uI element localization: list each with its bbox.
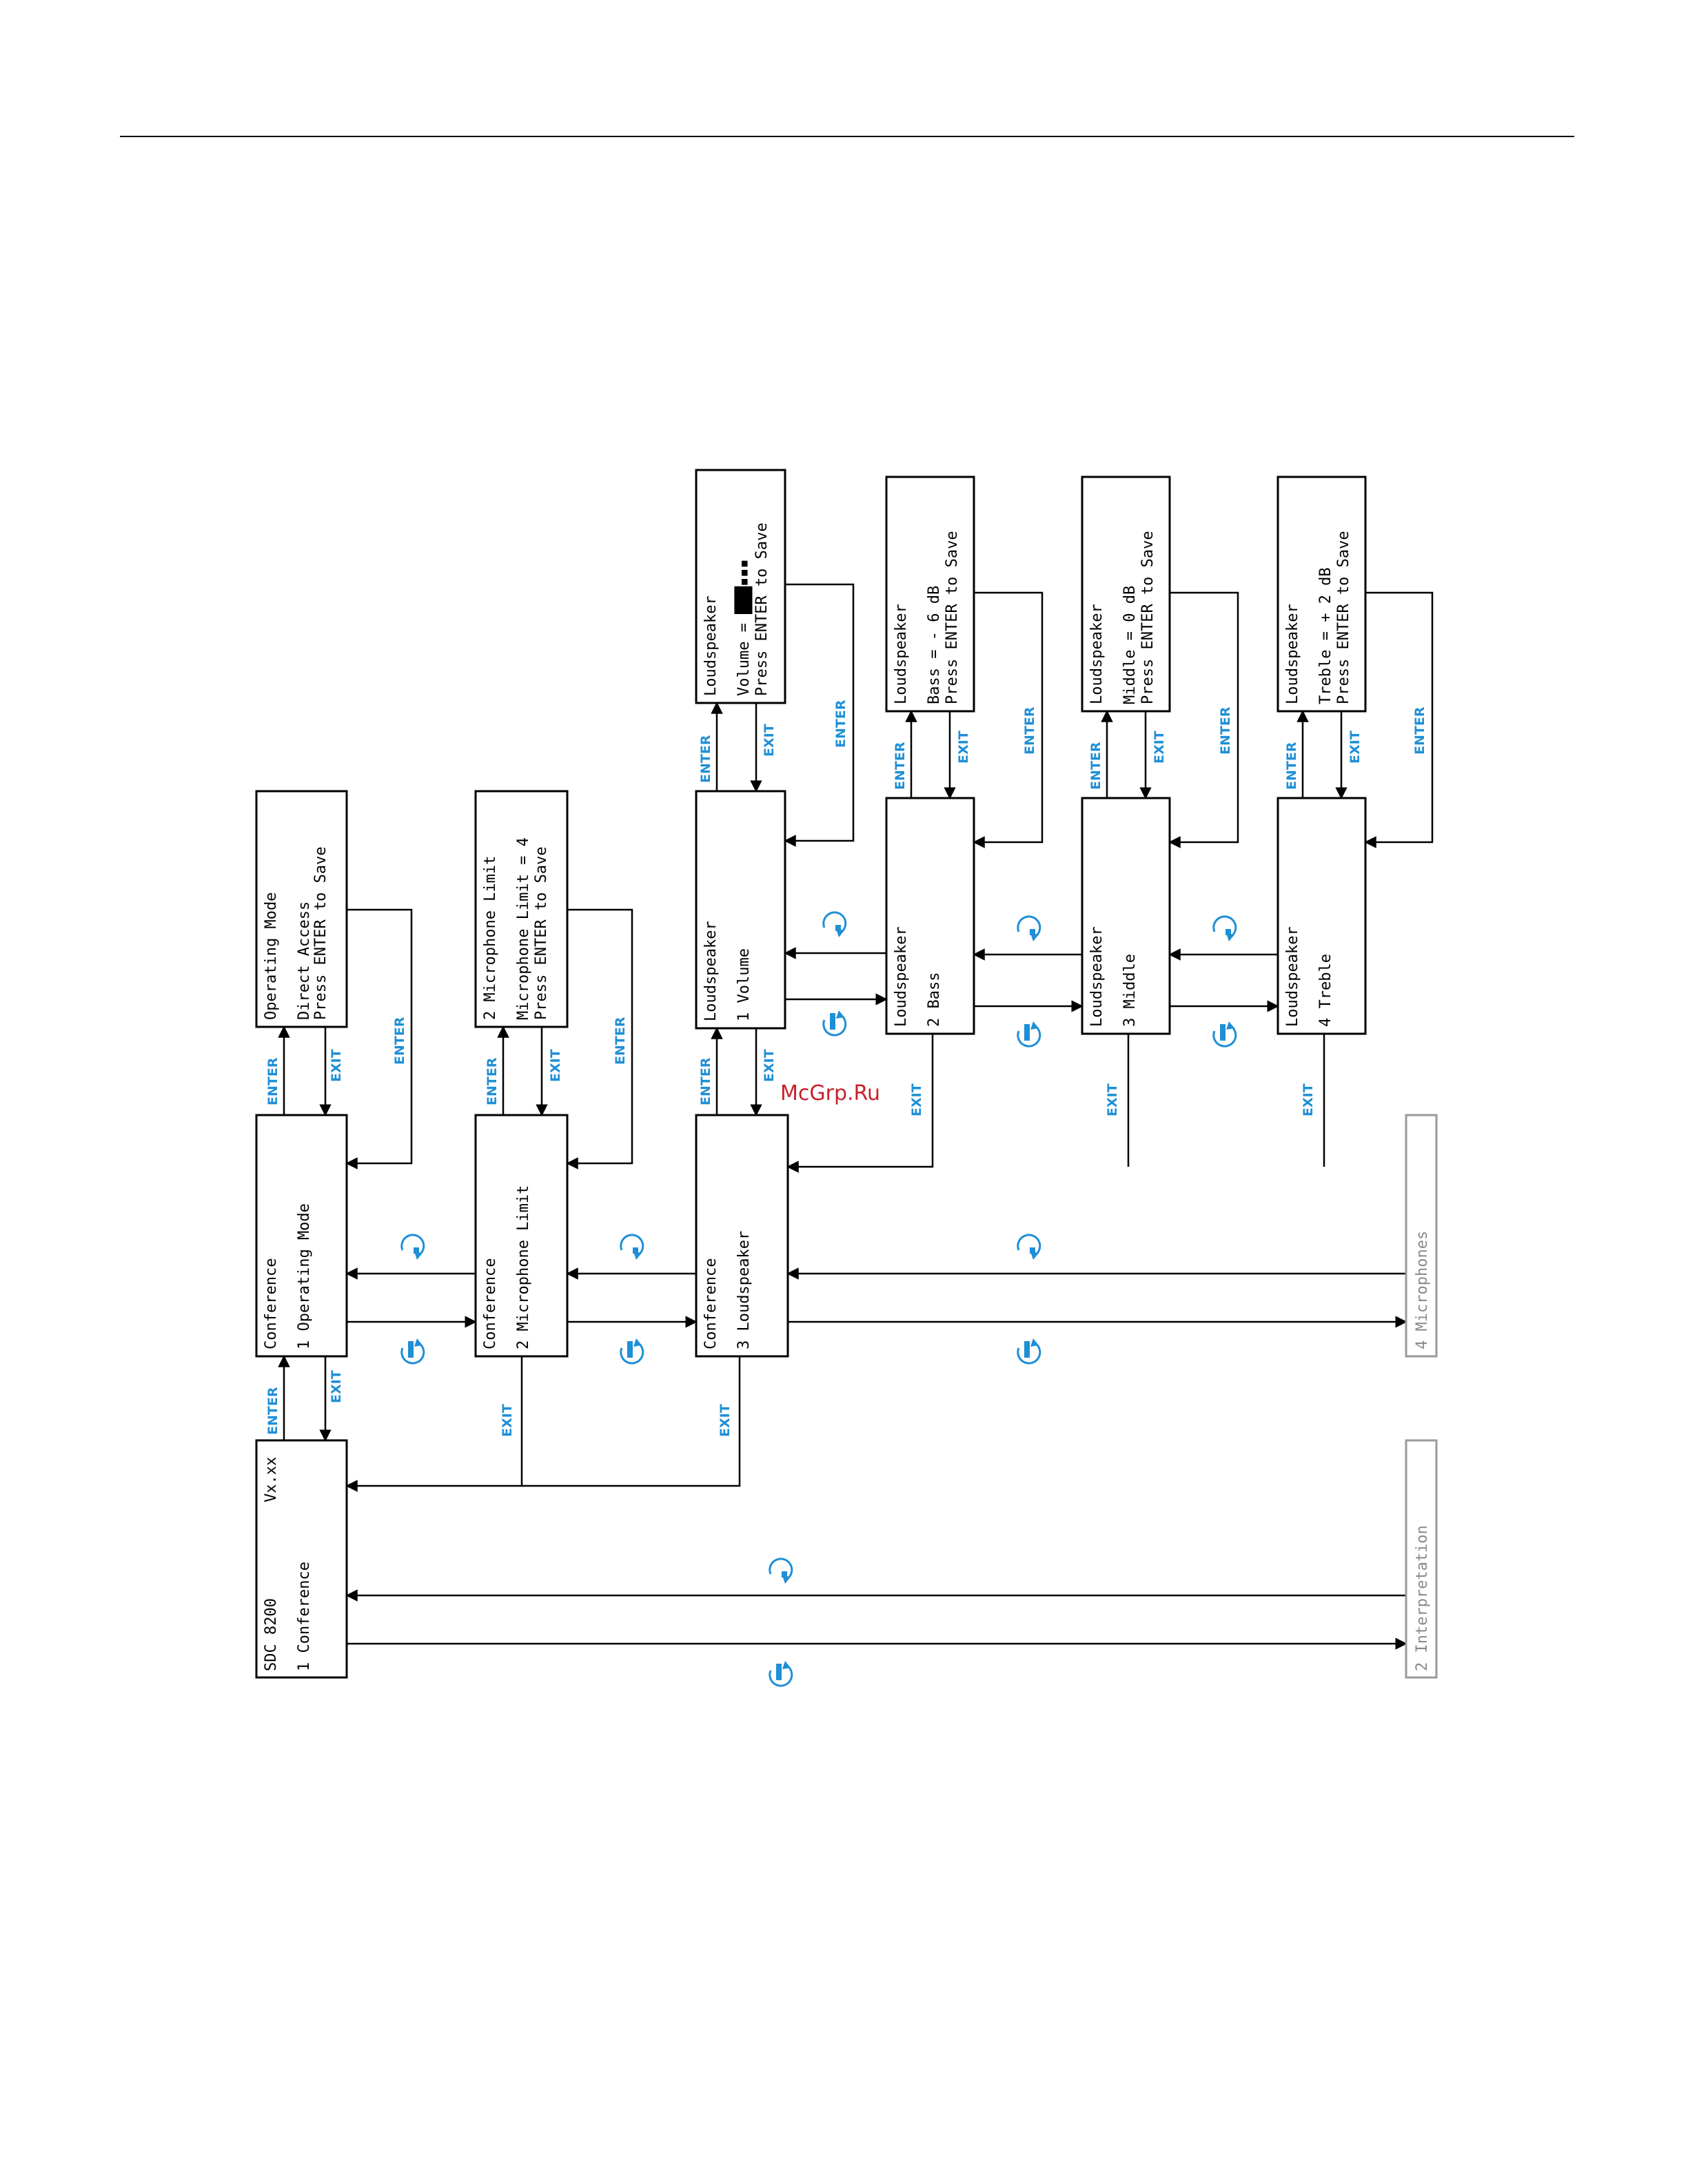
lcd-middle-edit-line2: Middle = 0 dB (1121, 586, 1139, 704)
enter-label: ENTER (613, 1017, 628, 1065)
lcd-middle-edit-line3: Press ENTER to Save (1139, 531, 1157, 704)
lcd-miclimit-edit-line1: 2 Microphone Limit (482, 856, 499, 1020)
lcd-volume-edit: Loudspeaker Volume = ███▪▪▪ Press ENTER … (695, 469, 786, 704)
lcd-treble-edit-line3: Press ENTER to Save (1335, 531, 1352, 704)
exit-label: EXIT (500, 1404, 515, 1437)
lcd-treble-edit: Loudspeaker Treble = + 2 dB Press ENTER … (1277, 476, 1367, 713)
lcd-root-line2: 1 Conference (296, 1562, 313, 1671)
lcd-root-version: Vx.xx (263, 1457, 280, 1502)
rotary-down-icon (1212, 1020, 1237, 1048)
rotary-up-icon (822, 911, 847, 939)
exit-label: EXIT (1348, 731, 1363, 764)
exit-label: EXIT (548, 1049, 563, 1082)
lcd-ls-bass-line1: Loudspeaker (893, 926, 910, 1027)
exit-label: EXIT (1152, 731, 1167, 764)
exit-label: EXIT (329, 1049, 344, 1082)
exit-label: EXIT (762, 724, 777, 757)
rotary-down-icon (769, 1660, 793, 1687)
lcd-opmode-edit: Operating Mode Direct Access Press ENTER… (255, 790, 348, 1028)
enter-label: ENTER (1218, 706, 1233, 755)
rotary-up-icon (1017, 915, 1041, 943)
lcd-opmode-edit-line2: Direct Access (296, 901, 313, 1020)
lcd-bass-edit-line2: Bass = - 6 dB (926, 586, 943, 704)
connection-lines (278, 583, 1434, 1650)
lcd-bass-edit-line3: Press ENTER to Save (944, 531, 961, 704)
lcd-conf-miclimit-line2: 2 Microphone Limit (515, 1185, 532, 1349)
lcd-conf-miclimit: Conference 2 Microphone Limit (474, 1114, 569, 1358)
lcd-root: SDC 8200 Vx.xx 1 Conference (255, 1439, 348, 1679)
lcd-volume-edit-line2: Volume = ███▪▪▪ (734, 559, 753, 696)
lcd-treble-edit-line2: Treble = + 2 dB (1317, 567, 1334, 704)
enter-label: ENTER (833, 700, 848, 748)
enter-label: ENTER (698, 735, 713, 783)
lcd-opmode-edit-line1: Operating Mode (263, 892, 280, 1020)
lcd-microphones-line1: 4 Microphones (1414, 1231, 1431, 1349)
rotary-up-icon (400, 1234, 425, 1261)
rotary-up-icon (620, 1234, 644, 1261)
rotary-up-icon (769, 1558, 793, 1585)
lcd-interpretation-line1: 2 Interpretation (1414, 1525, 1431, 1671)
lcd-ls-middle-line1: Loudspeaker (1088, 926, 1106, 1027)
lcd-conf-loudspeaker-line2: 3 Loudspeaker (735, 1231, 753, 1349)
exit-label: EXIT (909, 1083, 924, 1116)
lcd-root-line1: SDC 8200 (263, 1598, 280, 1671)
lcd-conf-loudspeaker-line1: Conference (702, 1258, 720, 1349)
lcd-miclimit-edit-line3: Press ENTER to Save (533, 846, 550, 1020)
rotary-down-icon (620, 1337, 644, 1365)
enter-label: ENTER (485, 1057, 500, 1105)
lcd-ls-volume-line2: 1 Volume (735, 948, 753, 1021)
exit-label: EXIT (718, 1404, 733, 1437)
lcd-ls-treble: Loudspeaker 4 Treble (1277, 797, 1367, 1035)
lcd-conf-opmode-line1: Conference (263, 1258, 280, 1349)
lcd-conf-opmode-line2: 1 Operating Mode (296, 1203, 313, 1349)
key-labels: ENTER EXIT ENTER EXIT ENTER ENTER EXIT E… (265, 700, 1427, 1437)
exit-label: EXIT (1105, 1083, 1120, 1116)
rotary-up-icon (1212, 915, 1237, 943)
lcd-bass-edit: Loudspeaker Bass = - 6 dB Press ENTER to… (885, 476, 975, 713)
enter-label: ENTER (698, 1057, 713, 1105)
enter-label: ENTER (893, 742, 908, 790)
lcd-volume-edit-line1: Loudspeaker (702, 595, 720, 696)
lcd-conf-miclimit-line1: Conference (482, 1258, 499, 1349)
enter-label: ENTER (265, 1057, 281, 1105)
lcd-conf-opmode: Conference 1 Operating Mode (255, 1114, 348, 1358)
rotary-up-icon (1017, 1234, 1041, 1261)
lcd-ls-treble-line1: Loudspeaker (1284, 926, 1301, 1027)
exit-label: EXIT (329, 1370, 344, 1403)
lcd-microphones: 4 Microphones (1405, 1114, 1438, 1358)
exit-label: EXIT (762, 1049, 777, 1082)
lcd-bass-edit-line1: Loudspeaker (893, 604, 910, 704)
lcd-middle-edit: Loudspeaker Middle = 0 dB Press ENTER to… (1081, 476, 1171, 713)
enter-label: ENTER (1284, 742, 1299, 790)
exit-label: EXIT (1301, 1083, 1316, 1116)
exit-label: EXIT (956, 731, 971, 764)
lcd-opmode-edit-line3: Press ENTER to Save (312, 846, 329, 1020)
enter-label: ENTER (1022, 706, 1037, 755)
lcd-treble-edit-line1: Loudspeaker (1284, 604, 1301, 704)
rotary-down-icon (1017, 1337, 1041, 1365)
watermark: McGrp.Ru (780, 1081, 880, 1105)
rotary-down-icon (822, 1009, 847, 1037)
lcd-ls-middle-line2: 3 Middle (1121, 954, 1139, 1027)
lcd-ls-volume-line1: Loudspeaker (702, 921, 720, 1021)
lcd-volume-edit-line3: Press ENTER to Save (753, 522, 771, 696)
lcd-ls-bass-line2: 2 Bass (926, 972, 943, 1027)
lcd-ls-treble-line2: 4 Treble (1317, 954, 1334, 1027)
lcd-miclimit-edit-line2: Microphone Limit = 4 (515, 837, 532, 1020)
lcd-middle-edit-line1: Loudspeaker (1088, 604, 1106, 704)
rotary-down-icon (1017, 1020, 1041, 1048)
enter-label: ENTER (392, 1017, 407, 1065)
lcd-ls-volume: Loudspeaker 1 Volume (695, 790, 786, 1030)
lcd-conf-loudspeaker: Conference 3 Loudspeaker (695, 1114, 789, 1358)
lcd-ls-bass: Loudspeaker 2 Bass (885, 797, 975, 1035)
lcd-interpretation: 2 Interpretation (1405, 1439, 1438, 1679)
enter-label: ENTER (1088, 742, 1104, 790)
enter-label: ENTER (265, 1387, 281, 1435)
lcd-ls-middle: Loudspeaker 3 Middle (1081, 797, 1171, 1035)
rotary-down-icon (400, 1337, 425, 1365)
lcd-miclimit-edit: 2 Microphone Limit Microphone Limit = 4 … (474, 790, 569, 1028)
enter-label: ENTER (1412, 706, 1427, 755)
